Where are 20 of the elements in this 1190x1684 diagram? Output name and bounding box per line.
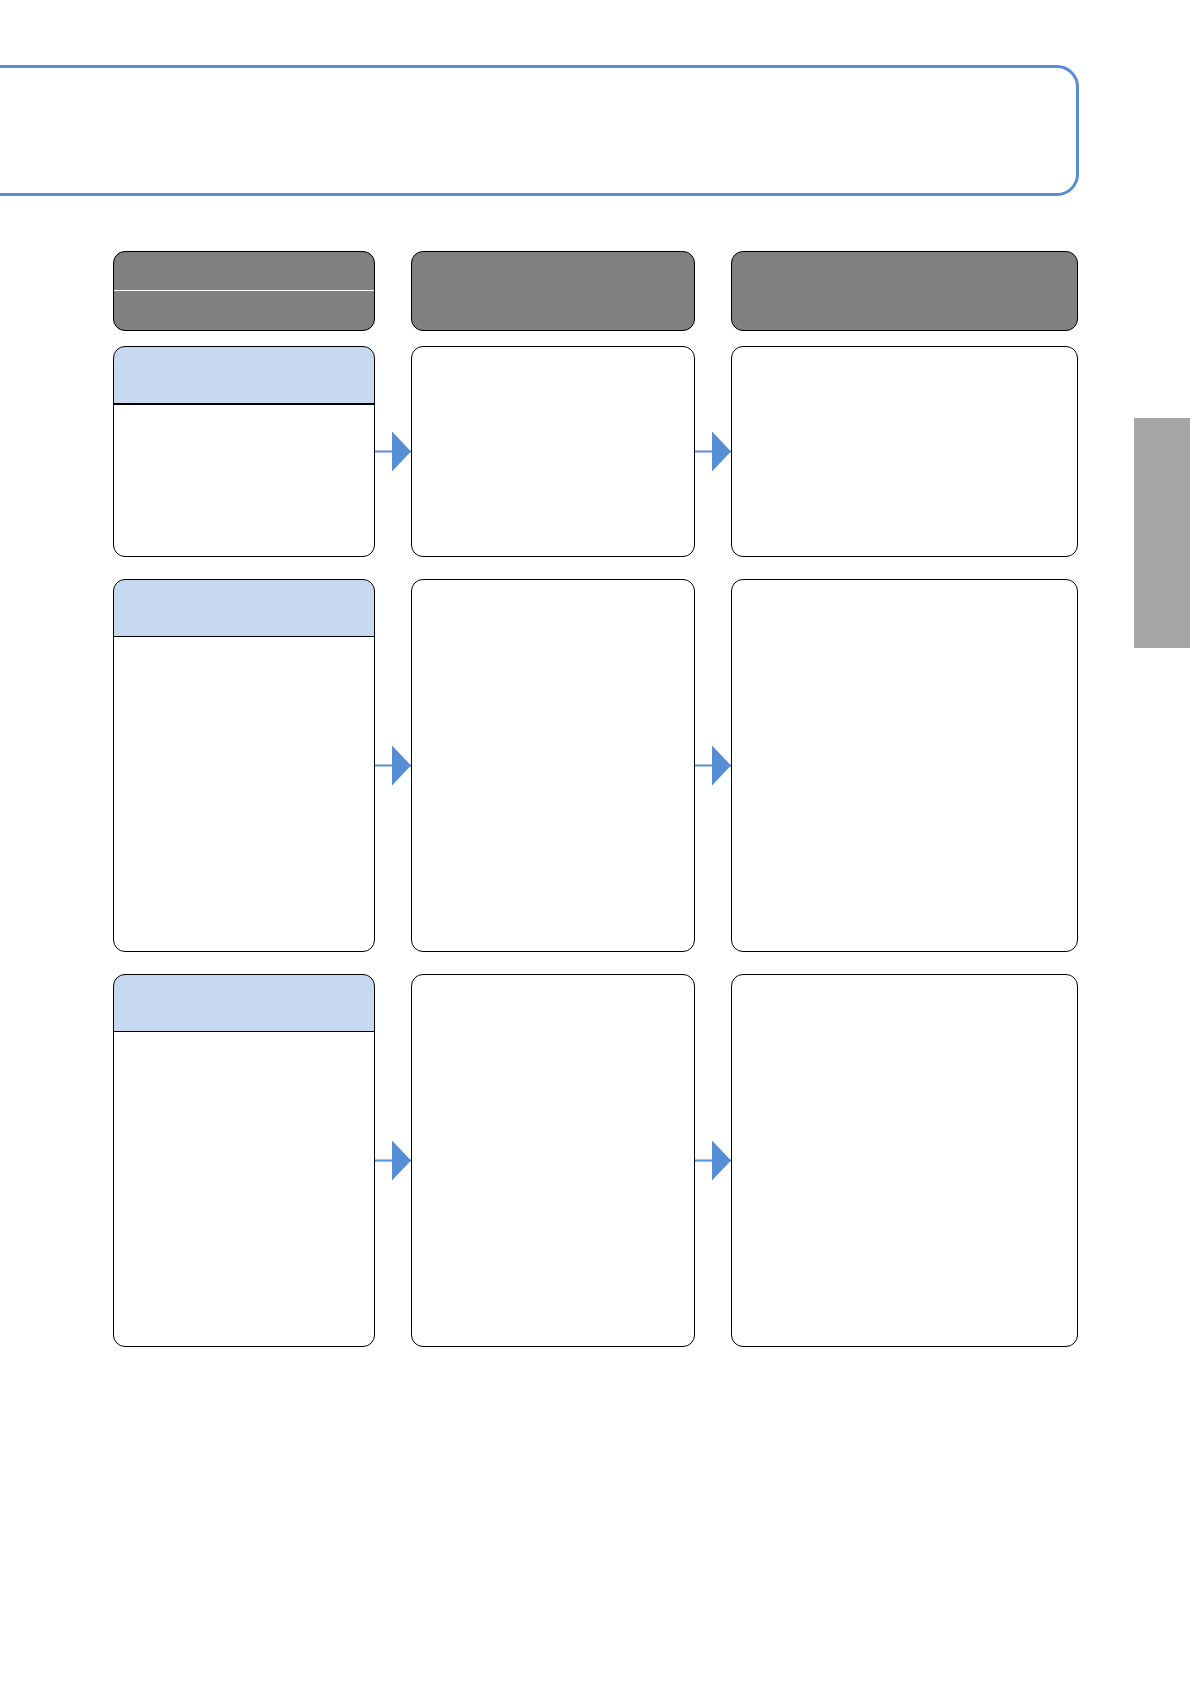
arrow — [374, 1140, 412, 1181]
content-box — [731, 346, 1078, 557]
side-tab — [1134, 418, 1190, 648]
column-header — [411, 251, 695, 331]
content-box — [411, 974, 695, 1347]
content-box — [411, 579, 695, 952]
content-box — [411, 346, 695, 557]
step-card — [113, 346, 375, 557]
column-header — [731, 251, 1078, 331]
content-box — [731, 579, 1078, 952]
title-banner — [0, 65, 1079, 196]
step-card — [113, 974, 375, 1347]
step-card — [113, 579, 375, 952]
arrow — [694, 1140, 732, 1181]
arrow — [374, 745, 412, 786]
arrow — [694, 431, 732, 472]
arrow — [694, 745, 732, 786]
column-header — [113, 251, 375, 331]
content-box — [731, 974, 1078, 1347]
arrow — [374, 431, 412, 472]
